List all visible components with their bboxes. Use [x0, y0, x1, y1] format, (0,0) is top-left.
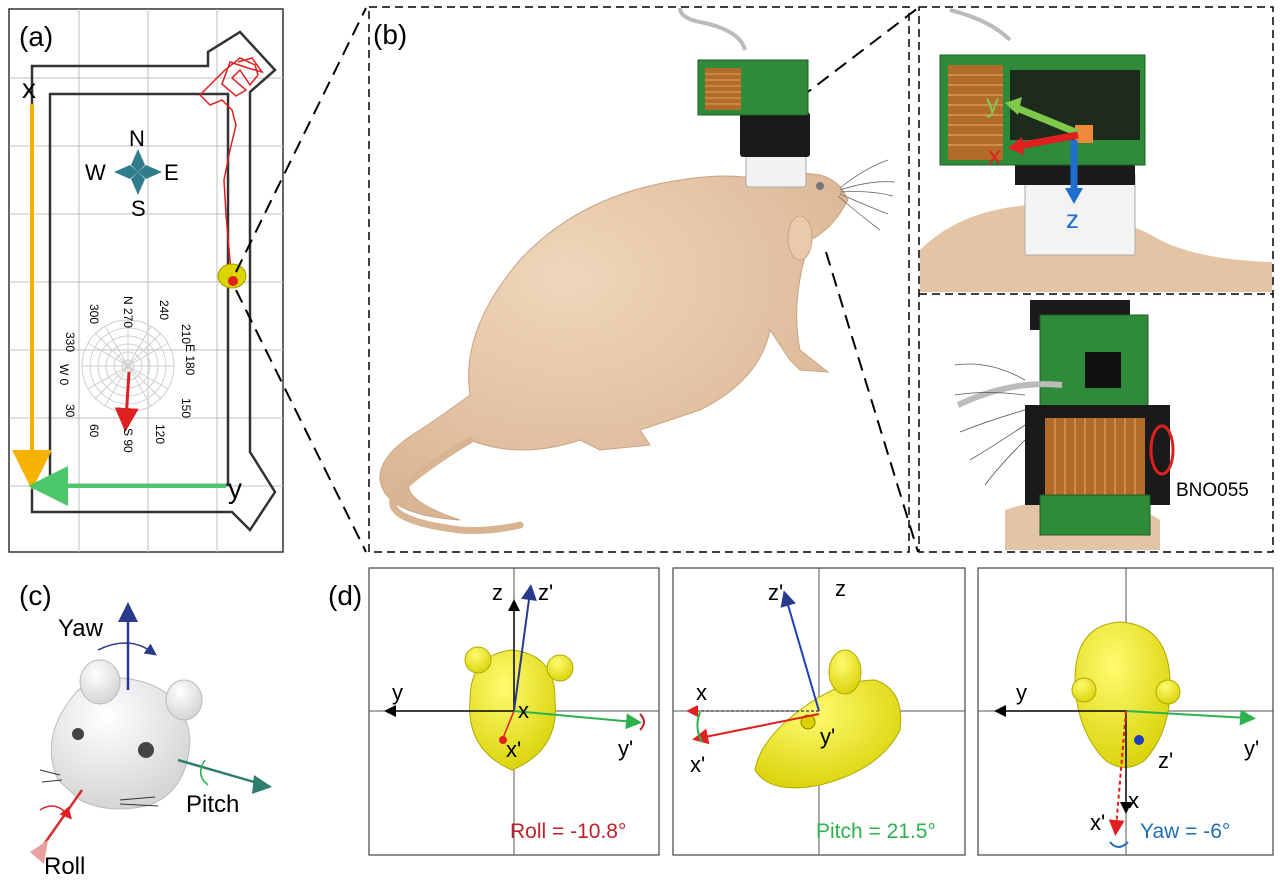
- rat-trajectory: [198, 57, 264, 285]
- roll-zp-label: z': [538, 580, 553, 605]
- sensor-highlight-circle: [1149, 424, 1175, 476]
- polar-label: 330: [63, 332, 77, 352]
- panel-a: (a) x y N W E S N 270 300 330 W 0: [8, 8, 284, 553]
- compass-n: N: [129, 126, 145, 151]
- polar-label: 120: [153, 424, 167, 444]
- roll-axis-arrow: [38, 789, 84, 851]
- panel-c: (c) Yaw Pitch Roll: [19, 580, 272, 880]
- arena-inner-wall: [48, 92, 230, 487]
- roll-head: [469, 649, 556, 771]
- panel-b-label: (b): [373, 19, 407, 50]
- pitch-zp-label: z': [768, 580, 783, 605]
- pitch-head: [754, 679, 902, 789]
- yaw-value-label: Yaw = -6°: [1140, 820, 1230, 843]
- polar-label: 30: [63, 404, 77, 418]
- headstage-detail-top: y x z: [920, 8, 1272, 292]
- polar-label: 210: [179, 324, 193, 344]
- panel-d-label: (d): [328, 580, 362, 611]
- yaw-rotation-arrow: [97, 642, 157, 656]
- panel-c-label: (c): [19, 580, 52, 611]
- polar-label: W 0: [57, 364, 71, 386]
- compass-w: W: [85, 160, 106, 185]
- detail-x-label: x: [988, 140, 1001, 170]
- polar-label: N 270: [121, 296, 135, 328]
- yaw-xp-label: x': [1090, 810, 1105, 835]
- compass-e: E: [164, 160, 179, 185]
- roll-xp-label: x': [506, 737, 521, 762]
- polar-heading-arrow: [114, 371, 139, 432]
- compass-s: S: [131, 196, 146, 221]
- panel-b-detail-frame: [918, 6, 1274, 553]
- yaw-x-label: x: [1128, 788, 1139, 813]
- detail-y-arrow: [1010, 102, 1080, 137]
- roll-rotation-arrow: [39, 805, 72, 820]
- roll-box: z z' y y' x x' Roll = -10.8°: [368, 567, 660, 856]
- polar-label: 150: [179, 398, 193, 418]
- rat-illustration: [379, 7, 896, 534]
- y-axis-label: y: [228, 473, 242, 504]
- yaw-zp-label: z': [1158, 748, 1173, 773]
- pitch-value-label: Pitch = 21.5°: [816, 820, 936, 843]
- panel-d: (d) z z' y y' x x' Roll = -10.8°: [328, 567, 1274, 856]
- pitch-z-label: z: [835, 576, 846, 601]
- roll-x-label: x: [518, 698, 529, 723]
- pitch-rotation-arrow: [199, 759, 209, 786]
- rat-head-marker: [217, 263, 247, 289]
- polar-label: 300: [87, 304, 101, 324]
- sensor-label: BNO055: [1176, 480, 1249, 501]
- polar-label: S 90: [121, 428, 135, 453]
- x-axis-label: x: [22, 73, 36, 104]
- panel-b-frame: [368, 6, 910, 553]
- polar-label: 240: [157, 300, 171, 320]
- yaw-label: Yaw: [58, 615, 104, 642]
- zoom-connectors: [235, 7, 919, 553]
- headstage-detail-bottom: BNO055: [954, 300, 1249, 550]
- roll-label: Roll: [44, 853, 85, 880]
- pitch-yp-label: y': [820, 724, 835, 749]
- panel-b: (b): [368, 6, 1274, 553]
- pitch-label: Pitch: [186, 791, 239, 818]
- detail-x-arrow: [1017, 131, 1079, 150]
- arena-outer-wall: [30, 30, 277, 532]
- pitch-axis-arrow: [177, 758, 269, 788]
- polar-labels: N 270 300 330 W 0 30 60 S 90 120 150 E 1…: [57, 296, 197, 453]
- compass-rose: N W E S: [85, 126, 179, 221]
- rat-position-dot: [228, 276, 238, 286]
- yaw-y-label: y: [1016, 680, 1027, 705]
- pitch-xp-label: x': [690, 752, 705, 777]
- yaw-box: y y' z' x x' Yaw = -6°: [977, 567, 1274, 856]
- polar-plot: [81, 319, 175, 413]
- detail-y-label: y: [986, 88, 999, 118]
- yaw-head: [1074, 621, 1171, 768]
- pitch-box: z' z x x' y' Pitch = 21.5°: [672, 567, 966, 856]
- detail-z-label: z: [1066, 204, 1079, 234]
- roll-y-label: y: [392, 680, 403, 705]
- roll-z-label: z: [492, 580, 503, 605]
- polar-label: 60: [87, 424, 101, 438]
- pitch-x-label: x: [696, 680, 707, 705]
- polar-label: E 180: [183, 344, 197, 376]
- yaw-yp-label: y': [1244, 736, 1259, 761]
- panel-a-label: (a): [19, 21, 53, 52]
- roll-value-label: Roll = -10.8°: [510, 820, 626, 843]
- roll-yp-label: y': [618, 736, 633, 761]
